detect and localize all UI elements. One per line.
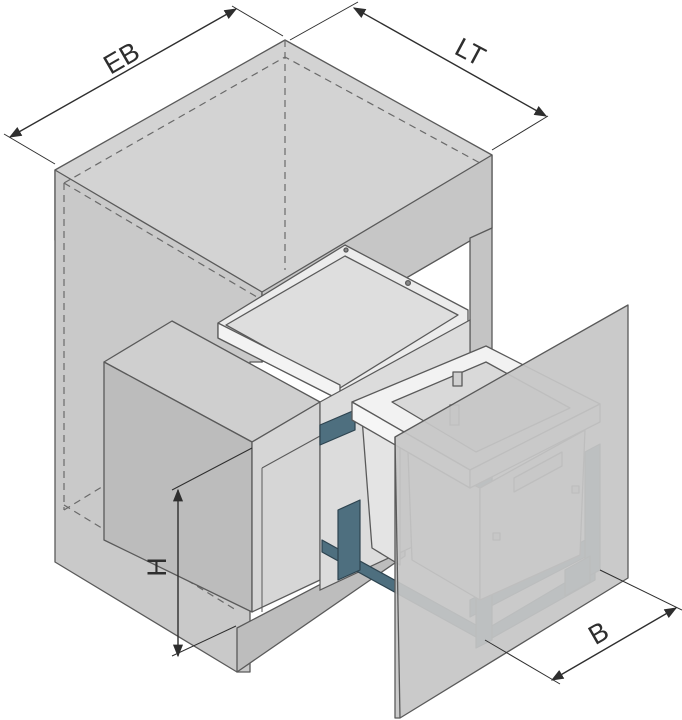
front-door-panel: [394, 304, 629, 719]
lt-dimension-line: [352, 7, 548, 117]
eb-label: EB: [98, 36, 144, 80]
b-dimension-line: [550, 607, 678, 681]
dimension-lines: [3, 1, 682, 685]
h-label: H: [142, 557, 172, 577]
b-label: B: [583, 616, 614, 651]
eb-dimension-line: [8, 8, 238, 138]
